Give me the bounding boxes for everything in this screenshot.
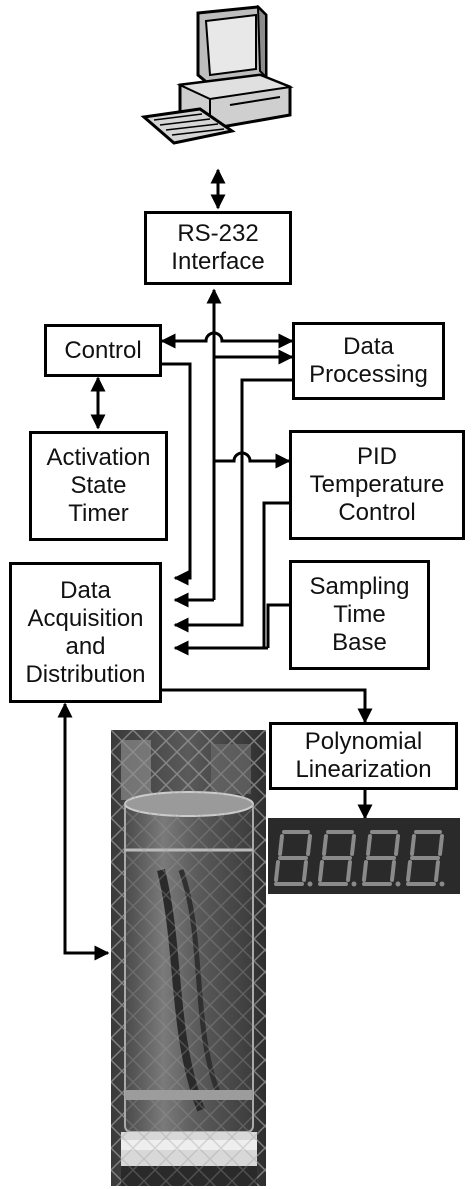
poly-line-2: Linearization [295,756,432,783]
sampling-time-base-block: Sampling Time Base [289,560,430,670]
control-dataproc-link [160,331,294,349]
sampling-daq-link [266,603,289,648]
daq-line-1: Data [60,576,111,604]
pid-line-2: Temperature [309,471,445,498]
cylindrical-tank-photo [111,730,266,1186]
polynomial-linearization-block: Polynomial Linearization [269,722,458,790]
data-acquisition-block: Data Acquisition and Distribution [9,562,162,703]
pid-line-3: Control [338,499,416,526]
sampling-line-2: Time [333,601,386,628]
timer-line-2: State [70,472,127,499]
activation-state-timer-block: Activation State Timer [29,431,168,541]
computer-icon [140,5,294,145]
poly-line-1: Polynomial [304,728,423,755]
rs232-interface-block: RS-232 Interface [144,211,292,285]
control-daq-link [162,362,192,586]
data-processing-line-2: Processing [309,361,428,388]
daq-line-2: Acquisition [27,604,144,632]
daq-vessel-link [57,702,110,961]
sampling-line-3: Base [332,629,387,656]
seven-segment-display [268,818,460,894]
pid-line-1: PID [356,443,397,470]
sampling-line-1: Sampling [309,573,410,600]
pid-temperature-control-block: PID Temperature Control [289,430,465,540]
daq-line-4: Distribution [25,660,146,688]
bus-pid-link [214,451,291,469]
rs232-line-1: RS-232 [177,220,259,247]
data-processing-line-1: Data [343,333,394,360]
daq-line-3: and [65,632,106,660]
timer-line-1: Activation [46,444,151,471]
data-processing-block: Data Processing [292,322,445,400]
rs232-line-2: Interface [171,248,265,275]
control-block: Control [44,324,162,377]
control-label: Control [64,336,142,364]
timer-line-3: Timer [68,500,129,527]
dataproc-daq-link [173,378,292,633]
daq-poly-link [162,688,373,724]
